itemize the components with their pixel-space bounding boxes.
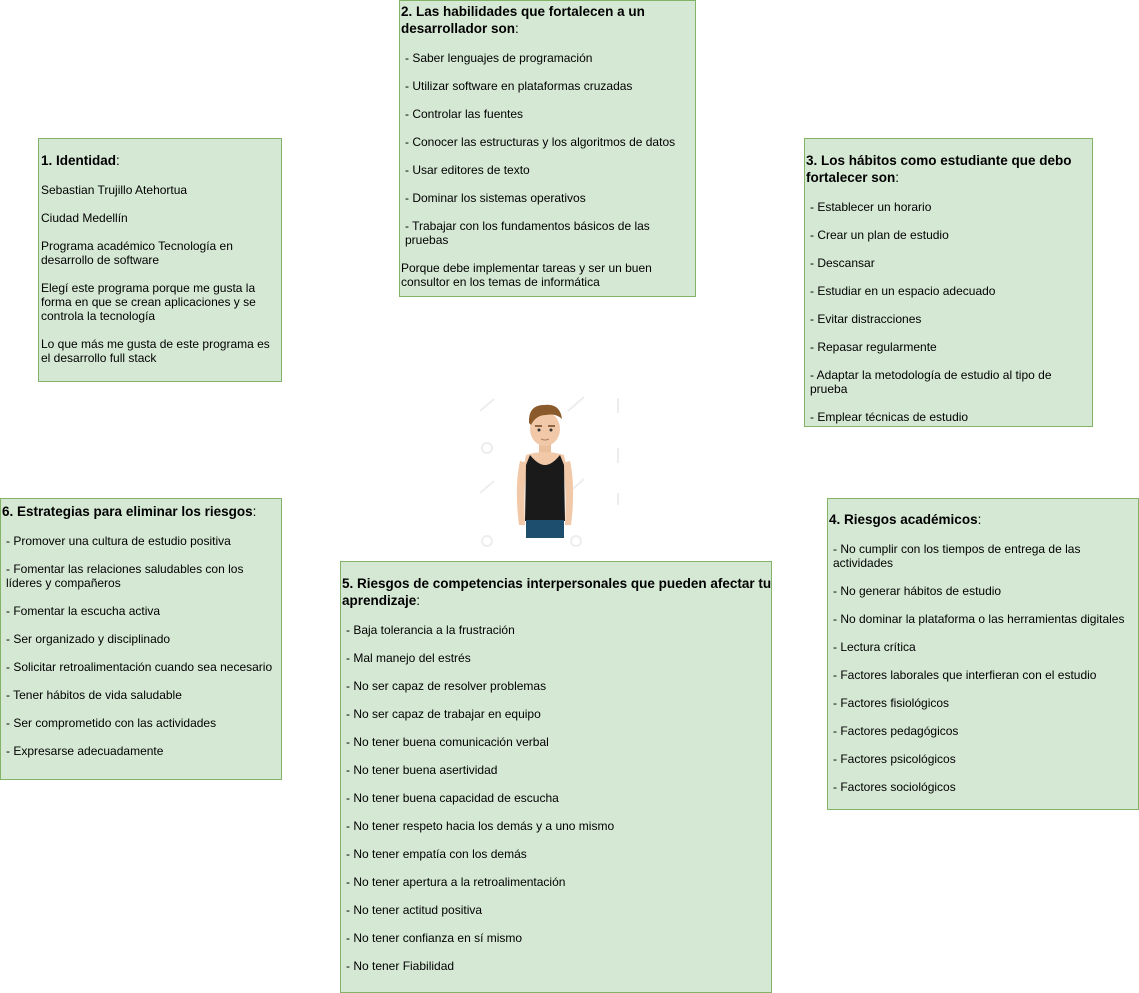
list-item: - Factores psicológicos xyxy=(833,752,956,766)
list-item: - Tener hábitos de vida saludable xyxy=(6,688,182,702)
list-item: - Lectura crítica xyxy=(833,640,916,654)
list-item: - No tener actitud positiva xyxy=(346,903,483,917)
list-item: - Establecer un horario xyxy=(810,200,932,214)
list-item: - No ser capaz de resolver problemas xyxy=(346,679,547,693)
list-item: - Repasar regularmente xyxy=(810,340,937,354)
list-item: - Expresarse adecuadamente xyxy=(6,744,164,758)
strategies-title: 6. Estrategias para eliminar los riesgos… xyxy=(2,504,257,519)
list-item: - Emplear técnicas de estudio xyxy=(810,410,969,424)
identity-favorite: Lo que más me gusta de este programa es … xyxy=(41,337,270,365)
list-item: - Ser organizado y disciplinado xyxy=(6,632,171,646)
list-item: - Factores sociológicos xyxy=(833,780,956,794)
list-item: - Promover una cultura de estudio positi… xyxy=(6,534,231,548)
list-item: - Usar editores de texto xyxy=(405,163,530,177)
list-item: - No tener buena comunicación verbal xyxy=(346,735,549,749)
list-item: - No cumplir con los tiempos de entrega … xyxy=(833,542,1081,570)
list-item: - Utilizar software en plataformas cruza… xyxy=(405,79,633,93)
list-item: - No tener respeto hacia los demás y a u… xyxy=(346,819,615,833)
identity-reason: Elegí este programa porque me gusta la f… xyxy=(41,281,256,323)
identity-box[interactable]: 1. Identidad: Sebastian Trujillo Atehort… xyxy=(38,138,282,382)
list-item: - Adaptar la metodología de estudio al t… xyxy=(810,368,1052,396)
list-item: - Fomentar las relaciones saludables con… xyxy=(6,562,244,590)
list-item: - Controlar las fuentes xyxy=(405,107,524,121)
list-item: - No tener Fiabilidad xyxy=(346,959,455,973)
academic-risks-box[interactable]: 4. Riesgos académicos: - No cumplir con … xyxy=(827,498,1139,810)
list-item: - No tener empatía con los demás xyxy=(346,847,527,861)
list-item: - Ser comprometido con las actividades xyxy=(6,716,217,730)
list-item: - No generar hábitos de estudio xyxy=(833,584,1002,598)
interpersonal-risks-box[interactable]: 5. Riesgos de competencias interpersonal… xyxy=(340,561,772,993)
skills-box[interactable]: 2. Las habilidades que fortalecen a un d… xyxy=(399,0,696,297)
interpersonal-risks-title: 5. Riesgos de competencias interpersonal… xyxy=(342,576,772,608)
list-item: - Trabajar con los fundamentos básicos d… xyxy=(405,219,650,247)
academic-risks-title: 4. Riesgos académicos: xyxy=(829,512,982,527)
identity-name: Sebastian Trujillo Atehortua xyxy=(41,183,188,197)
list-item: - No tener confianza en sí mismo xyxy=(346,931,523,945)
list-item: - Estudiar en un espacio adecuado xyxy=(810,284,996,298)
student-avatar-icon[interactable] xyxy=(476,393,621,548)
list-item: - Saber lenguajes de programación xyxy=(405,51,593,65)
identity-city: Ciudad Medellín xyxy=(41,211,128,225)
list-item: - Solicitar retroalimentación cuando sea… xyxy=(6,660,273,674)
habits-title: 3. Los hábitos como estudiante que debo … xyxy=(806,153,1072,185)
list-item: - Evitar distracciones xyxy=(810,312,922,326)
list-item: - Fomentar la escucha activa xyxy=(6,604,161,618)
list-item: - Factores pedagógicos xyxy=(833,724,959,738)
habits-box[interactable]: 3. Los hábitos como estudiante que debo … xyxy=(804,138,1093,427)
identity-title: 1. Identidad: xyxy=(41,153,120,168)
identity-program: Programa académico Tecnología en desarro… xyxy=(41,239,233,267)
strategies-box[interactable]: 6. Estrategias para eliminar los riesgos… xyxy=(0,498,282,780)
list-item: - No ser capaz de trabajar en equipo xyxy=(346,707,541,721)
list-item: - Descansar xyxy=(810,256,875,270)
list-item: - No tener apertura a la retroalimentaci… xyxy=(346,875,566,889)
list-item: - No tener buena asertividad xyxy=(346,763,498,777)
list-item: - Factores laborales que interfieran con… xyxy=(833,668,1097,682)
list-item: - No tener buena capacidad de escucha xyxy=(346,791,559,805)
list-item: - Factores fisiológicos xyxy=(833,696,950,710)
list-item: - Crear un plan de estudio xyxy=(810,228,949,242)
list-item: - Mal manejo del estrés xyxy=(346,651,471,665)
list-item: - No dominar la plataforma o las herrami… xyxy=(833,612,1125,626)
list-item: - Conocer las estructuras y los algoritm… xyxy=(405,135,676,149)
skills-closing: Porque debe implementar tareas y ser un … xyxy=(401,261,652,289)
skills-title: 2. Las habilidades que fortalecen a un d… xyxy=(401,4,645,36)
list-item: - Dominar los sistemas operativos xyxy=(405,191,586,205)
list-item: - Baja tolerancia a la frustración xyxy=(346,623,515,637)
